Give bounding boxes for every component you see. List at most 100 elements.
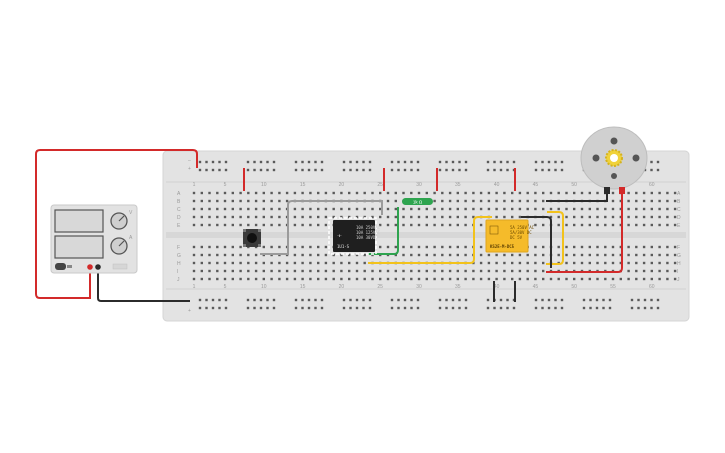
breadboard-hole[interactable] xyxy=(658,223,661,227)
breadboard-hole[interactable] xyxy=(493,160,496,164)
breadboard-hole[interactable] xyxy=(355,215,359,219)
breadboard-hole[interactable] xyxy=(506,306,509,310)
breadboard-hole[interactable] xyxy=(379,215,382,219)
breadboard-hole[interactable] xyxy=(464,298,468,302)
breadboard-hole[interactable] xyxy=(340,207,343,211)
breadboard-hole[interactable] xyxy=(262,245,265,249)
breadboard-hole[interactable] xyxy=(200,207,203,211)
breadboard-hole[interactable] xyxy=(223,215,227,219)
breadboard-hole[interactable] xyxy=(464,207,467,211)
breadboard-hole[interactable] xyxy=(650,168,653,172)
breadboard-hole[interactable] xyxy=(534,168,538,172)
breadboard-hole[interactable] xyxy=(441,269,444,273)
breadboard-hole[interactable] xyxy=(402,253,405,257)
breadboard-hole[interactable] xyxy=(656,160,660,164)
breadboard-hole[interactable] xyxy=(340,215,343,219)
breadboard-hole[interactable] xyxy=(368,160,372,164)
breadboard-hole[interactable] xyxy=(503,253,506,257)
breadboard-hole[interactable] xyxy=(658,207,661,211)
breadboard-hole[interactable] xyxy=(410,306,413,310)
breadboard-hole[interactable] xyxy=(438,298,442,302)
breadboard-hole[interactable] xyxy=(386,277,390,281)
breadboard-hole[interactable] xyxy=(386,191,390,195)
breadboard-hole[interactable] xyxy=(208,269,211,273)
breadboard-hole[interactable] xyxy=(262,277,265,281)
breadboard-hole[interactable] xyxy=(604,245,607,249)
breadboard-hole[interactable] xyxy=(573,215,576,219)
breadboard-hole[interactable] xyxy=(216,245,219,249)
breadboard-hole[interactable] xyxy=(557,277,560,281)
breadboard-hole[interactable] xyxy=(627,215,630,219)
breadboard-hole[interactable] xyxy=(565,245,568,249)
breadboard-hole[interactable] xyxy=(604,253,607,257)
breadboard-hole[interactable] xyxy=(266,306,269,310)
breadboard-hole[interactable] xyxy=(499,168,503,172)
breadboard-hole[interactable] xyxy=(582,306,586,310)
breadboard-hole[interactable] xyxy=(542,269,545,273)
wire-yellow-relay-link[interactable] xyxy=(368,216,492,264)
breadboard-hole[interactable] xyxy=(390,160,394,164)
breadboard-hole[interactable] xyxy=(456,191,459,195)
breadboard-hole[interactable] xyxy=(386,223,390,227)
breadboard-hole[interactable] xyxy=(503,269,506,273)
breadboard-hole[interactable] xyxy=(619,207,622,211)
breadboard-hole[interactable] xyxy=(650,261,653,265)
breadboard-hole[interactable] xyxy=(650,245,653,249)
breadboard-hole[interactable] xyxy=(588,215,591,219)
breadboard-hole[interactable] xyxy=(534,269,537,273)
breadboard-hole[interactable] xyxy=(332,207,335,211)
breadboard-hole[interactable] xyxy=(278,245,281,249)
breadboard-hole[interactable] xyxy=(448,207,452,211)
breadboard-hole[interactable] xyxy=(270,245,273,249)
breadboard-hole[interactable] xyxy=(438,160,442,164)
breadboard-hole[interactable] xyxy=(397,168,400,172)
breadboard-hole[interactable] xyxy=(441,207,444,211)
breadboard-hole[interactable] xyxy=(231,215,234,219)
breadboard-hole[interactable] xyxy=(348,191,351,195)
breadboard-hole[interactable] xyxy=(218,298,221,302)
breadboard-hole[interactable] xyxy=(200,199,203,203)
breadboard-hole[interactable] xyxy=(642,207,646,211)
breadboard-hole[interactable] xyxy=(658,253,661,257)
breadboard-hole[interactable] xyxy=(518,253,522,257)
breadboard-hole[interactable] xyxy=(534,207,537,211)
breadboard-hole[interactable] xyxy=(666,191,669,195)
breadboard-hole[interactable] xyxy=(611,253,615,257)
breadboard-hole[interactable] xyxy=(208,199,211,203)
breadboard-hole[interactable] xyxy=(278,269,281,273)
breadboard-hole[interactable] xyxy=(192,253,196,257)
breadboard-hole[interactable] xyxy=(425,207,428,211)
breadboard-hole[interactable] xyxy=(410,298,413,302)
breadboard-hole[interactable] xyxy=(582,298,586,302)
breadboard-hole[interactable] xyxy=(200,191,203,195)
breadboard-hole[interactable] xyxy=(200,269,203,273)
breadboard-hole[interactable] xyxy=(254,261,258,265)
breadboard-hole[interactable] xyxy=(301,223,304,227)
breadboard-hole[interactable] xyxy=(619,223,622,227)
breadboard-hole[interactable] xyxy=(198,168,202,172)
breadboard-hole[interactable] xyxy=(557,245,560,249)
power-switch[interactable] xyxy=(55,263,66,270)
breadboard-hole[interactable] xyxy=(192,261,196,265)
breadboard-hole[interactable] xyxy=(394,269,397,273)
breadboard-hole[interactable] xyxy=(362,298,365,302)
pushbutton-cap[interactable] xyxy=(247,233,257,243)
breadboard-hole[interactable] xyxy=(410,160,413,164)
breadboard-hole[interactable] xyxy=(464,199,467,203)
breadboard-hole[interactable] xyxy=(293,223,297,227)
breadboard-hole[interactable] xyxy=(403,298,407,302)
breadboard-hole[interactable] xyxy=(464,269,467,273)
breadboard-hole[interactable] xyxy=(247,261,250,265)
breadboard-hole[interactable] xyxy=(309,223,312,227)
breadboard-hole[interactable] xyxy=(456,199,459,203)
breadboard-hole[interactable] xyxy=(379,269,382,273)
breadboard-hole[interactable] xyxy=(239,269,242,273)
breadboard-hole[interactable] xyxy=(495,215,498,219)
breadboard-hole[interactable] xyxy=(386,207,390,211)
breadboard-hole[interactable] xyxy=(285,199,289,203)
breadboard-hole[interactable] xyxy=(554,160,557,164)
breadboard-hole[interactable] xyxy=(580,245,584,249)
breadboard-hole[interactable] xyxy=(317,245,320,249)
breadboard-hole[interactable] xyxy=(363,191,366,195)
breadboard-hole[interactable] xyxy=(448,199,452,203)
